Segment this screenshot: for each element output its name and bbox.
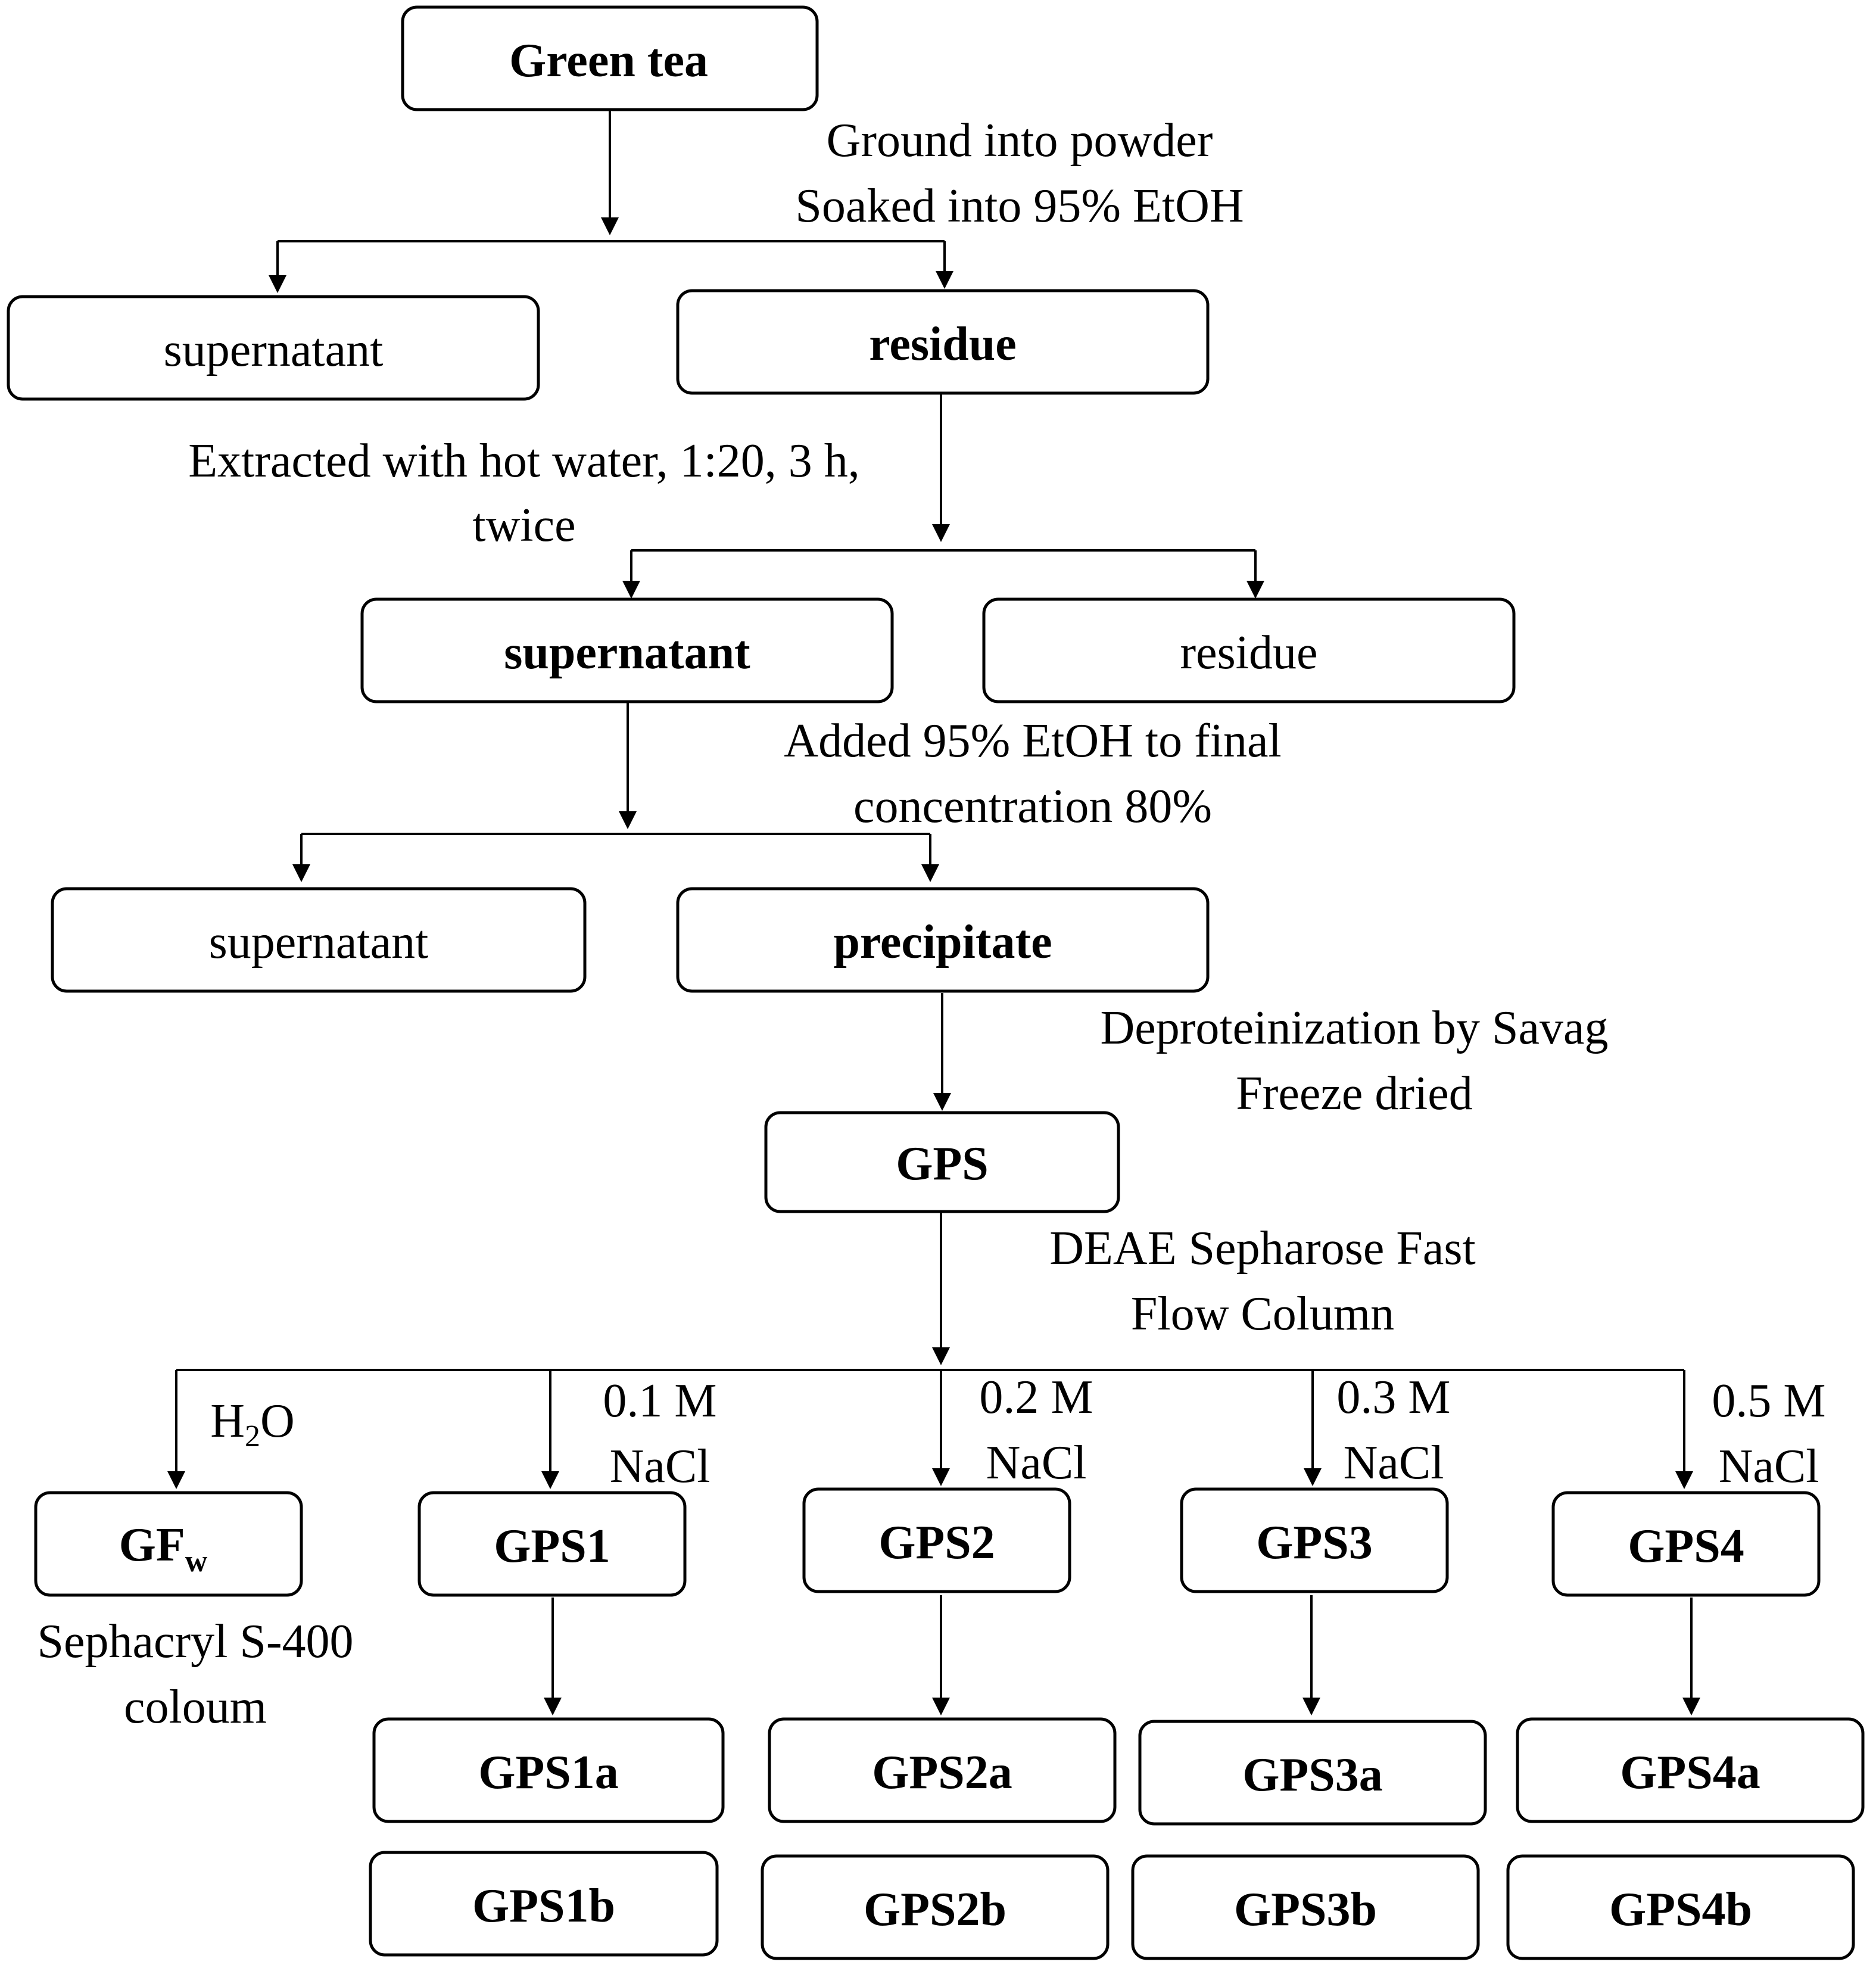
step-extract-line1: Extracted with hot water, 1:20, 3 h,: [188, 435, 860, 487]
gfw-label: GFw: [119, 1519, 208, 1578]
supernatant-1-node: supernatant: [7, 295, 540, 401]
gps2a-label: GPS2a: [872, 1746, 1012, 1799]
step-ethanol-line1: Added 95% EtOH to final: [784, 715, 1281, 767]
gps3-label: GPS3: [1256, 1517, 1373, 1569]
eluent-h2o: H2O: [210, 1395, 295, 1453]
gps-node: GPS: [764, 1111, 1120, 1213]
eluent-02m-nacl: NaCl: [986, 1437, 1087, 1489]
step-grind-line1: Ground into powder: [827, 114, 1213, 167]
gps1b-node: GPS1b: [369, 1851, 719, 1957]
supernatant-1-label: supernatant: [164, 324, 384, 376]
green-tea-label: Green tea: [509, 35, 708, 87]
eluent-03m: 0.3 M: [1336, 1371, 1450, 1424]
residue-2-node: residue: [982, 597, 1516, 703]
gps3a-node: GPS3a: [1138, 1720, 1487, 1826]
gps4b-node: GPS4b: [1506, 1854, 1855, 1960]
supernatant-2-node: supernatant: [360, 597, 894, 703]
gps2b-label: GPS2b: [864, 1883, 1006, 1936]
gps4a-node: GPS4a: [1516, 1717, 1865, 1823]
gps2a-node: GPS2a: [768, 1717, 1117, 1823]
eluent-02m: 0.2 M: [979, 1371, 1093, 1424]
step-deprot-line1: Deproteinization by Savag: [1100, 1002, 1608, 1054]
gps2-label: GPS2: [878, 1517, 995, 1569]
step-sephacryl-line2: coloum: [124, 1681, 267, 1733]
step-deae-line2: Flow Column: [1131, 1288, 1394, 1340]
gps1-node: GPS1: [417, 1491, 687, 1597]
step-deprot-line2: Freeze dried: [1236, 1067, 1473, 1120]
gps2-node: GPS2: [802, 1487, 1071, 1593]
step-ethanol-line2: concentration 80%: [853, 780, 1212, 833]
eluent-03m-nacl: NaCl: [1344, 1437, 1444, 1489]
residue-1-node: residue: [676, 289, 1210, 395]
gps4b-label: GPS4b: [1609, 1883, 1752, 1936]
gps1a-node: GPS1a: [372, 1717, 725, 1823]
precipitate-label: precipitate: [833, 916, 1052, 969]
residue-2-label: residue: [1180, 627, 1317, 679]
gps4-node: GPS4: [1551, 1491, 1821, 1597]
green-tea-node: Green tea: [401, 5, 819, 111]
step-deae-line1: DEAE Sepharose Fast: [1049, 1222, 1475, 1275]
eluent-05m: 0.5 M: [1712, 1375, 1825, 1427]
gps2b-node: GPS2b: [761, 1854, 1110, 1960]
gfw-node: GFw: [34, 1491, 303, 1597]
gfw-main: GF: [119, 1519, 185, 1571]
eluent-01m: 0.1 M: [603, 1375, 716, 1427]
gps1b-label: GPS1b: [472, 1880, 615, 1932]
step-sephacryl-line1: Sephacryl S-400: [37, 1615, 353, 1668]
supernatant-3-label: supernatant: [209, 916, 429, 969]
gps1-label: GPS1: [494, 1520, 610, 1572]
gps3-node: GPS3: [1180, 1487, 1449, 1593]
residue-1-label: residue: [869, 318, 1016, 370]
gps3b-node: GPS3b: [1131, 1854, 1480, 1960]
gps1a-label: GPS1a: [478, 1746, 619, 1799]
gps3a-label: GPS3a: [1242, 1749, 1383, 1801]
step-annotations: Ground into powder Soaked into 95% EtOH …: [37, 114, 1825, 1733]
eluent-01m-nacl: NaCl: [610, 1440, 710, 1493]
eluent-05m-nacl: NaCl: [1719, 1440, 1819, 1493]
gps4a-label: GPS4a: [1620, 1746, 1760, 1799]
supernatant-3-node: supernatant: [51, 887, 587, 993]
precipitate-node: precipitate: [676, 887, 1210, 993]
gps3b-label: GPS3b: [1234, 1883, 1377, 1936]
supernatant-2-label: supernatant: [504, 627, 750, 679]
gps-label: GPS: [896, 1138, 989, 1190]
gfw-subscript: w: [185, 1544, 208, 1578]
gps4-label: GPS4: [1628, 1520, 1744, 1572]
step-grind-line2: Soaked into 95% EtOH: [795, 180, 1244, 232]
step-extract-line2: twice: [472, 499, 575, 552]
connectors: [167, 110, 1700, 1715]
